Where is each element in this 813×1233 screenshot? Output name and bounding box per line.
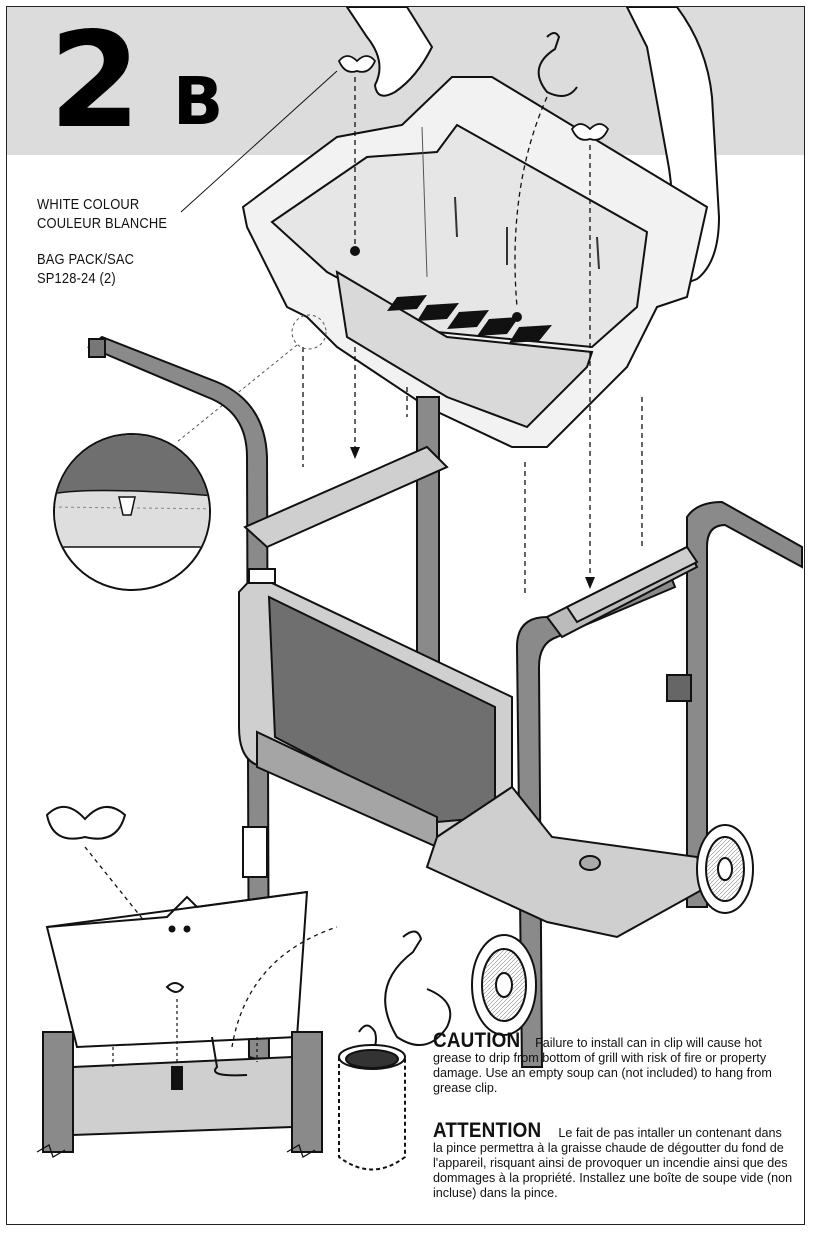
callout-line-couleur: COULEUR BLANCHE (37, 215, 168, 232)
callout-colour: WHITE COLOUR COULEUR BLANCHE (37, 195, 167, 233)
soup-can-icon (338, 1044, 406, 1171)
wheel-icon (471, 824, 754, 1036)
firebox-icon (241, 76, 709, 448)
storage-panel (238, 568, 513, 849)
callout-line-bag: BAG PACK/SAC (37, 251, 135, 268)
attention-heading: ATTENTION (433, 1119, 542, 1142)
caution-heading: CAUTION (433, 1029, 521, 1052)
wing-nut-large-icon (45, 806, 127, 840)
callout-leader (180, 70, 338, 213)
caution-text: Failure to install can in clip will caus… (433, 1036, 772, 1095)
callout-line-part: SP128-24 (2) (37, 270, 116, 287)
grease-clip-icon (537, 32, 578, 97)
step-number: 2 (49, 6, 141, 158)
step-letter: B (173, 63, 224, 140)
lower-detail (36, 806, 452, 1171)
assembly-illustration (36, 7, 803, 1171)
dashed-guides (302, 77, 643, 597)
callout-bag: BAG PACK/SAC SP128-24 (2) (37, 250, 134, 288)
instruction-page: 2 B (6, 6, 805, 1225)
detail-magnifier (53, 314, 327, 591)
arrowheads (350, 447, 595, 589)
callout-line-colour: WHITE COLOUR (37, 196, 140, 213)
wing-nut-icon (337, 55, 610, 141)
attention-text: Le fait de pas intaller un contenant dan… (433, 1126, 793, 1200)
